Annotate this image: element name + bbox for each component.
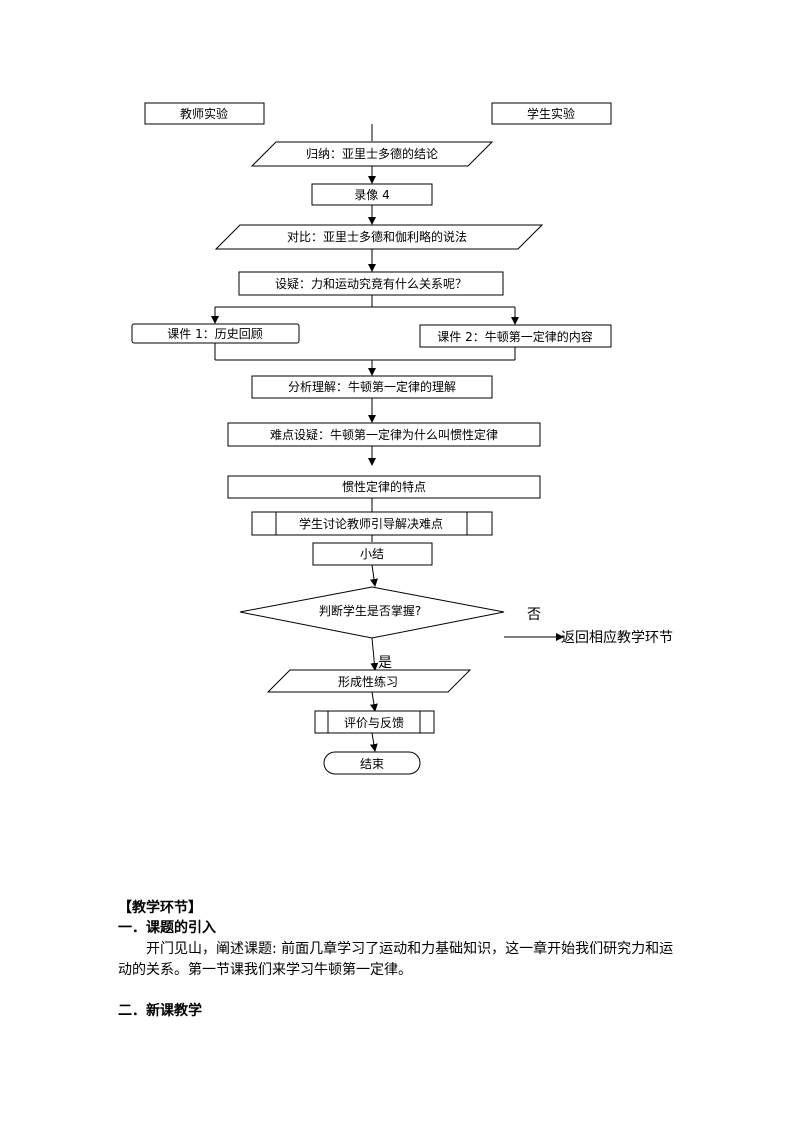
practice-label: 形成性练习 <box>338 674 398 689</box>
arrow <box>370 564 378 587</box>
student-experiment-box <box>491 102 612 125</box>
arrow <box>370 637 379 671</box>
compare-label: 对比：亚里士多德和伽利略的说法 <box>287 229 467 244</box>
teacher-experiment-box <box>144 102 265 125</box>
student-experiment-label: 学生实验 <box>527 106 575 121</box>
heading-intro: 一．课题的引入 <box>118 920 216 936</box>
return-label: 返回相应教学环节 <box>561 629 673 646</box>
induce-parallelogram <box>250 141 494 167</box>
courseware1-label: 课件 1：历史回顾 <box>167 327 262 341</box>
discussion-label: 学生讨论教师引导解决难点 <box>299 516 443 531</box>
feedback-process-box <box>314 710 435 734</box>
end-terminator <box>323 751 421 775</box>
paragraph-line-2: 动的关系。第一节课我们来学习牛顿第一定律。 <box>118 962 412 978</box>
section-title: 【教学环节】 <box>118 900 202 916</box>
teaching-flowchart: 教师实验 学生实验 归纳：亚里士多德的结论 录像 4 对比：亚里士多德和伽利略的… <box>131 102 673 775</box>
judge-label: 判断学生是否掌握? <box>319 603 421 618</box>
end-label: 结束 <box>360 757 384 771</box>
summary-label: 小结 <box>360 547 384 561</box>
inertia-box <box>227 475 541 499</box>
analysis-box <box>251 375 493 399</box>
difficulty-label: 难点设疑：牛顿第一定律为什么叫惯性定律 <box>270 427 498 442</box>
compare-parallelogram <box>214 224 544 250</box>
practice-parallelogram <box>266 669 472 693</box>
video-label: 录像 4 <box>354 188 389 202</box>
analysis-label: 分析理解：牛顿第一定律的理解 <box>288 379 456 394</box>
courseware2-box <box>419 324 612 348</box>
summary-box <box>312 542 433 566</box>
difficulty-box <box>227 422 541 447</box>
inertia-label: 惯性定律的特点 <box>342 479 426 494</box>
feedback-label: 评价与反馈 <box>344 716 404 730</box>
discussion-process-box <box>251 511 493 536</box>
heading-new-lesson: 二．新课教学 <box>118 1003 202 1019</box>
yes-label: 是 <box>378 655 392 671</box>
paragraph-line-1: 开门见山，阐述课题: 前面几章学习了运动和力基础知识，这一章开始我们研究力和运 <box>146 941 674 957</box>
arrow <box>369 732 378 752</box>
question-label: 设疑：力和运动究竟有什么关系呢？ <box>275 276 467 291</box>
question-box <box>238 271 504 296</box>
induce-label: 归纳：亚里士多德的结论 <box>306 146 438 161</box>
judge-diamond <box>239 586 505 639</box>
no-label: 否 <box>527 607 541 623</box>
teacher-experiment-label: 教师实验 <box>180 106 228 121</box>
arrow <box>369 691 378 712</box>
courseware2-label: 课件 2：牛顿第一定律的内容 <box>437 329 592 344</box>
video-box <box>311 183 433 206</box>
courseware1-box <box>131 323 300 344</box>
